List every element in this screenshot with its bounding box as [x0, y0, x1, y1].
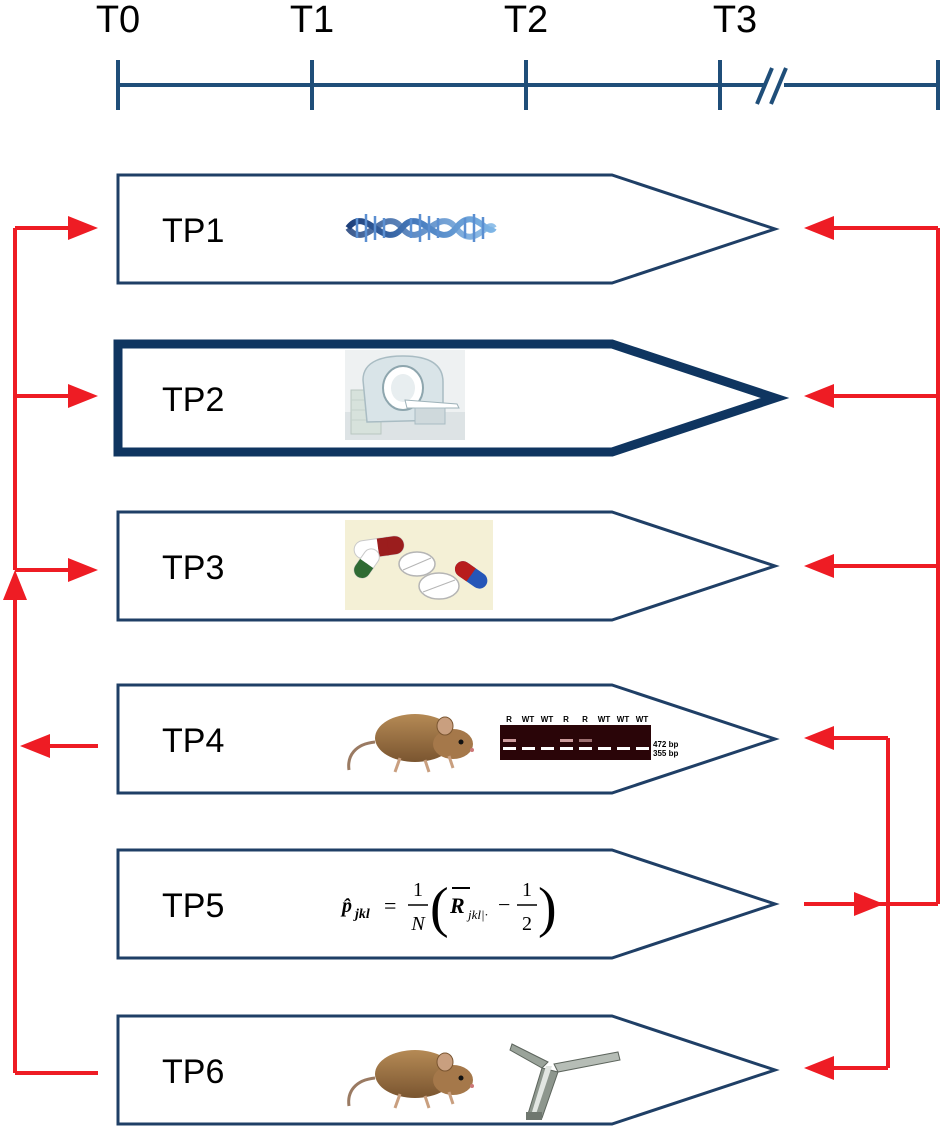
formula: p̂ jkl = 1 N ( R jkl|· − 1 2 ) — [340, 877, 557, 939]
gel-lane-label: WT — [598, 715, 611, 724]
arrowhead-tp5-out — [854, 892, 884, 916]
timeline-label-t0: T0 — [96, 0, 140, 41]
phase-box-tp1 — [116, 173, 780, 285]
arrowhead-right-tp4 — [804, 726, 834, 750]
arrowhead-right-tp3 — [804, 554, 834, 578]
y-maze-icon — [509, 1043, 621, 1120]
arrowheads — [3, 216, 884, 1080]
phase-label-tp3: TP3 — [162, 549, 224, 587]
gel-lane-label: R — [582, 715, 588, 724]
mouse-icon — [347, 1050, 474, 1109]
gel-band-label: 355 bp — [653, 749, 678, 758]
phase-label-tp5: TP5 — [162, 887, 224, 925]
formula-lhs: p̂ — [340, 895, 352, 917]
phase-label-tp1: TP1 — [162, 212, 224, 250]
formula-r: R — [449, 893, 465, 918]
phase-box-tp5 — [116, 848, 780, 960]
dna-icon — [345, 214, 497, 242]
formula-frac1-numerator: 1 — [413, 879, 423, 901]
formula-left-paren: ( — [430, 877, 449, 939]
gel-lane-label: WT — [617, 715, 630, 724]
gel-lane-label: WT — [541, 715, 554, 724]
arrowhead-left-tp4-out — [20, 734, 50, 758]
arrowhead-left-tp3 — [68, 558, 98, 582]
formula-equals: = — [384, 893, 396, 918]
formula-lhs-subscript: jkl — [353, 907, 370, 922]
arrowhead-up-vertical — [3, 570, 27, 600]
pills-icon — [345, 520, 493, 610]
arrowhead-right-tp1 — [804, 216, 834, 240]
phase-label-tp2: TP2 — [162, 381, 224, 419]
timeline-label-t1: T1 — [290, 0, 334, 41]
phase-label-tp4: TP4 — [162, 722, 224, 760]
formula-r-subscript: jkl|· — [466, 907, 488, 922]
timeline-label-t2: T2 — [504, 0, 548, 41]
mri-scanner-icon — [345, 350, 465, 440]
formula-right-paren: ) — [538, 877, 557, 939]
gel-lane-label: WT — [636, 715, 649, 724]
formula-minus: − — [498, 892, 510, 917]
timeline-break-mark-1 — [755, 67, 774, 105]
timeline — [116, 60, 940, 110]
phase-label-tp6: TP6 — [162, 1053, 224, 1091]
arrowhead-right-tp2 — [804, 384, 834, 408]
arrowhead-left-tp1 — [68, 216, 98, 240]
gel-electrophoresis-image: R WT WT R R WT WT WT 472 bp 355 bp — [500, 715, 678, 760]
timeline-label-t3: T3 — [713, 0, 757, 41]
gel-band-label: 472 bp — [653, 740, 678, 749]
formula-frac1-denominator: N — [410, 913, 426, 935]
arrowhead-right-tp6 — [804, 1056, 834, 1080]
gel-lane-label: WT — [522, 715, 535, 724]
gel-lane-label: R — [563, 715, 569, 724]
gel-lane-label: R — [506, 715, 512, 724]
timeline-break-mark-2 — [769, 67, 788, 105]
mouse-icon — [347, 714, 474, 773]
feedback-arrows — [13, 226, 940, 1075]
formula-frac2-numerator: 1 — [522, 879, 532, 901]
formula-frac2-denominator: 2 — [522, 913, 532, 935]
arrowhead-left-tp2 — [68, 384, 98, 408]
